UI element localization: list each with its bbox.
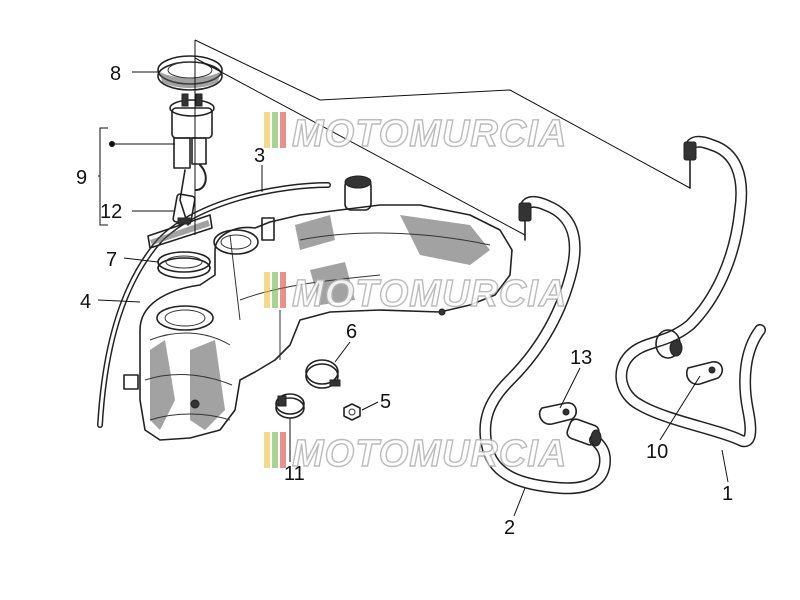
callout-9-dot bbox=[109, 141, 115, 147]
part-nut-5 bbox=[343, 403, 361, 421]
callout-11: 11 bbox=[284, 463, 305, 485]
part-fuel-pump-9 bbox=[169, 93, 215, 226]
watermark-bottom: MOTOMURCIA bbox=[264, 432, 567, 476]
watermark-stripe-green bbox=[272, 432, 278, 468]
watermark-stripe-yellow bbox=[264, 432, 270, 468]
callout-5: 5 bbox=[380, 391, 391, 413]
part-lock-ring-8 bbox=[157, 55, 223, 91]
watermark-stripe-yellow bbox=[264, 272, 270, 308]
watermark-stripe-red bbox=[280, 272, 286, 308]
callout-2: 2 bbox=[504, 517, 515, 539]
watermark-middle: MOTOMURCIA bbox=[264, 272, 567, 316]
watermark-stripe-green bbox=[272, 272, 278, 308]
callout-10: 10 bbox=[646, 441, 668, 463]
callout-12: 12 bbox=[100, 201, 122, 223]
part-hose-1 bbox=[615, 135, 766, 448]
hose-1-connector bbox=[683, 141, 697, 161]
watermark-text: MOTOMURCIA bbox=[292, 113, 567, 155]
watermark-stripe-red bbox=[280, 112, 286, 148]
part-hose-2 bbox=[479, 195, 611, 495]
callout-7: 7 bbox=[106, 249, 117, 271]
tank-filler-neck bbox=[156, 305, 214, 331]
part-clip-13 bbox=[538, 402, 578, 425]
part-clamp-6 bbox=[305, 359, 341, 389]
leader-lines bbox=[97, 39, 729, 517]
callout-1: 1 bbox=[722, 483, 733, 505]
tank-pump-mount bbox=[213, 229, 259, 255]
callout-4: 4 bbox=[80, 291, 91, 313]
watermark-stripe-yellow bbox=[264, 112, 270, 148]
watermark-top: MOTOMURCIA bbox=[264, 112, 567, 156]
callout-3: 3 bbox=[254, 145, 265, 167]
part-clamp-11 bbox=[275, 393, 305, 419]
callout-8: 8 bbox=[110, 63, 121, 85]
hose-2-connector bbox=[518, 202, 532, 222]
watermark-text: MOTOMURCIA bbox=[292, 273, 567, 315]
part-clip-10 bbox=[685, 361, 724, 386]
callout-9: 9 bbox=[76, 167, 87, 189]
part-gasket-7 bbox=[157, 251, 211, 279]
callout-6: 6 bbox=[346, 321, 357, 343]
callout-13: 13 bbox=[570, 347, 592, 369]
watermark-stripe-green bbox=[272, 112, 278, 148]
part-fuel-tank bbox=[123, 175, 513, 441]
watermark-stripe-red bbox=[280, 432, 286, 468]
watermark-text: MOTOMURCIA bbox=[292, 433, 567, 475]
